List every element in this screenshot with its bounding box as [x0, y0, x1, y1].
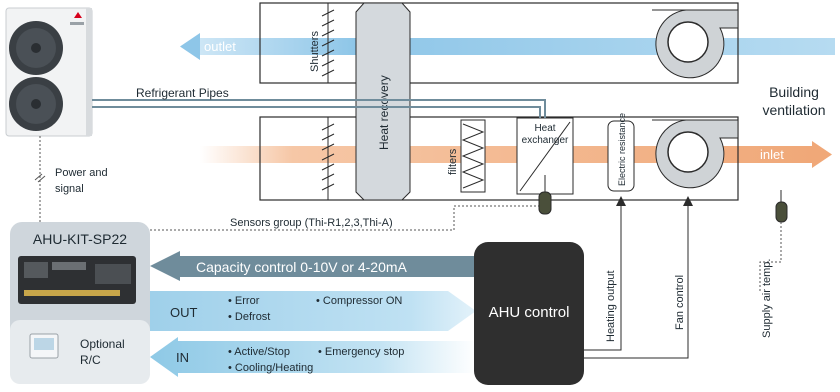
temperature-sensor-icon	[538, 175, 552, 215]
supply-fan-icon	[652, 119, 739, 189]
out-item-defrost: • Defrost	[228, 311, 270, 323]
in-arrow: IN • Active/Stop • Cooling/Heating • Eme…	[150, 337, 476, 377]
outlet-arrow: outlet	[180, 33, 835, 60]
upper-duct: Shutters	[259, 2, 739, 84]
outdoor-unit	[5, 7, 93, 137]
optional-line2: R/C	[80, 353, 101, 367]
out-item-error: • Error	[228, 295, 260, 307]
control-lines	[584, 196, 693, 359]
in-label: IN	[176, 350, 189, 365]
electric-resistance: Electric resistance	[607, 113, 635, 192]
sensors-group-label: Sensors group (Thi-R1,2,3,Thi-A)	[230, 217, 393, 229]
ahu-control-label: AHU control	[489, 304, 570, 321]
out-item-compressor: • Compressor ON	[316, 295, 402, 307]
building-ventilation-line2: ventilation	[762, 102, 825, 118]
ahu-kit-panel: AHU-KIT-SP22 Optional R/C	[10, 222, 150, 384]
heat-exchanger: Heat exchanger	[516, 117, 574, 195]
heat-recovery-label: Heat recovery	[377, 75, 391, 150]
sensors-line	[150, 205, 545, 231]
heat-exchanger-label-1: Heat	[534, 123, 555, 134]
filters-label: filters	[447, 148, 459, 175]
heating-output-label: Heating output	[605, 270, 617, 342]
refrigerant-pipes-label: Refrigerant Pipes	[136, 86, 229, 100]
capacity-control-label: Capacity control 0-10V or 4-20mA	[196, 259, 408, 275]
in-item-emergency: • Emergency stop	[318, 346, 404, 358]
outlet-label: outlet	[204, 39, 236, 54]
inlet-label: inlet	[760, 147, 784, 162]
supply-air-sensor-icon	[775, 190, 788, 223]
kit-title: AHU-KIT-SP22	[33, 231, 127, 247]
fan-control-label: Fan control	[674, 275, 686, 330]
shutters-label: Shutters	[309, 31, 321, 72]
electric-resistance-label: Electric resistance	[617, 113, 627, 186]
building-ventilation-line1: Building	[769, 84, 819, 100]
supply-air-line	[759, 222, 782, 292]
heat-exchanger-label-2: exchanger	[522, 135, 569, 146]
brand-logo-icon	[74, 12, 82, 18]
out-label: OUT	[170, 305, 198, 320]
heat-recovery: Heat recovery	[355, 2, 411, 201]
exhaust-fan-icon	[652, 9, 739, 79]
ahu-control-box: AHU control	[474, 242, 584, 385]
in-item-active: • Active/Stop	[228, 346, 290, 358]
capacity-control-arrow: Capacity control 0-10V or 4-20mA	[150, 251, 476, 281]
controller-device-icon	[18, 256, 136, 304]
remote-controller-icon	[29, 333, 59, 359]
power-signal-line1: Power and	[55, 167, 108, 179]
lower-duct: filters Heat exchanger Electric resistan…	[259, 113, 739, 201]
out-arrow: OUT • Error • Defrost • Compressor ON	[150, 291, 476, 331]
inlet-arrow: inlet	[200, 141, 832, 168]
refrigerant-pipes	[92, 99, 546, 118]
in-item-cooling: • Cooling/Heating	[228, 362, 313, 374]
supply-air-temp-label: Supply air temp.	[761, 259, 773, 338]
filters: filters	[447, 119, 486, 193]
power-signal-line2: signal	[55, 183, 84, 195]
optional-line1: Optional	[80, 337, 125, 351]
